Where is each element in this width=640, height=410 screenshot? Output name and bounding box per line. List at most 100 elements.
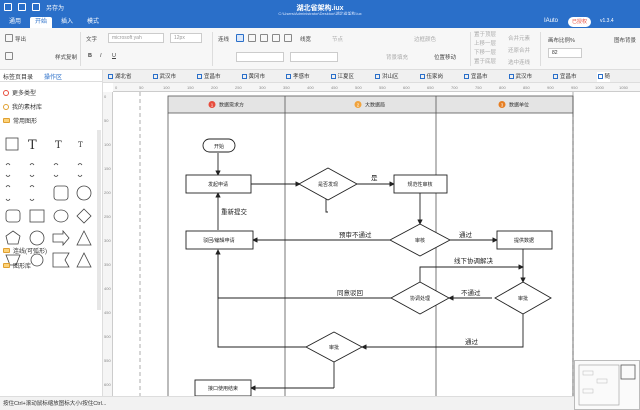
doc-tab[interactable]: 江夏区: [330, 72, 354, 82]
tab-start[interactable]: 开始: [30, 17, 53, 28]
ruler-tick-label: 100: [104, 142, 111, 147]
sidebar-item-shape-library[interactable]: 图形库: [3, 261, 31, 270]
edge-label: 预审不通过: [339, 230, 372, 239]
iauto-label[interactable]: IAuto: [544, 18, 559, 24]
format-copy-icon[interactable]: [5, 52, 13, 60]
sidebar-item-my-library[interactable]: 我的素材库: [3, 102, 42, 111]
shape-text-large: T: [28, 138, 37, 153]
page-icon: [286, 74, 291, 79]
save-icon[interactable]: [4, 3, 12, 11]
doc-tab[interactable]: 随: [596, 72, 611, 82]
undo-icon[interactable]: [18, 3, 26, 11]
drawing-canvas[interactable]: 1 数据需求方 2 大数据局 3 数据单位: [113, 92, 640, 396]
send-back-button[interactable]: 置于底层: [474, 59, 497, 65]
dash-tool-icon[interactable]: [284, 34, 292, 42]
doc-tab-label: 伍家岗: [426, 74, 444, 80]
shape-arrow-right: [52, 229, 70, 247]
doc-tab[interactable]: 洪山区: [374, 72, 399, 82]
bring-front-button[interactable]: 置于顶层: [474, 32, 497, 38]
ruler-tick-label: 550: [104, 358, 111, 363]
arrow-tool-icon[interactable]: [272, 34, 280, 42]
sidebar-item-common-shapes[interactable]: 常用图形: [3, 116, 37, 125]
export-button[interactable]: 导出: [15, 37, 27, 43]
zoom-select[interactable]: 82: [548, 48, 582, 58]
sidebar: 标签页目录 操作区 更多类型 我的素材库 常用图形 T T T: [0, 70, 103, 396]
toolbar-divider: [80, 32, 81, 66]
select-lines-button[interactable]: 选中连线: [508, 60, 531, 66]
bold-button[interactable]: B: [88, 53, 92, 59]
sidebar-item-label: 我的素材库: [12, 105, 43, 111]
sidebar-item-label: 常用图形: [13, 119, 38, 125]
node-review: [393, 174, 448, 194]
node-label[interactable]: 节点: [332, 37, 344, 43]
flowchart: 1 数据需求方 2 大数据局 3 数据单位: [139, 92, 574, 396]
export-icon[interactable]: [5, 34, 13, 42]
shape-palette[interactable]: T T T: [3, 135, 99, 305]
font-family-select[interactable]: microsoft yah: [108, 33, 164, 43]
doc-tab[interactable]: 伍家岗: [419, 72, 444, 82]
position-move-button[interactable]: 位置移动: [434, 55, 457, 61]
ruler-tick-label: 900: [547, 85, 554, 90]
ruler-tick-label: 450: [104, 310, 111, 315]
title-bar: 另存为 湖北省架构.iux C:\Users\Administrator\Des…: [0, 0, 640, 16]
connector-tool-icon[interactable]: [236, 34, 244, 42]
minimap[interactable]: [574, 360, 640, 410]
page-icon: [553, 74, 558, 79]
doc-tab-label: 湖北省: [115, 74, 132, 80]
italic-button[interactable]: I: [100, 53, 102, 59]
doc-tab[interactable]: 宜昌市: [552, 72, 577, 82]
sidebar-tab-pages[interactable]: 标签页目录: [3, 75, 34, 81]
doc-tab[interactable]: 武汉市: [152, 72, 176, 82]
underline-button[interactable]: U: [112, 53, 116, 59]
sidebar-item-more-types[interactable]: 更多类型: [3, 88, 36, 97]
license-badge[interactable]: 已授权: [568, 17, 592, 27]
ruler-tick-label: 650: [427, 85, 434, 90]
node-label: 开始: [214, 143, 224, 150]
sidebar-tab-operate[interactable]: 操作区: [44, 75, 63, 81]
doc-tab-label: 宜昌市: [560, 74, 577, 80]
linewidth-label[interactable]: 线宽: [300, 37, 312, 43]
doc-tab[interactable]: 宜昌市: [463, 72, 488, 82]
tab-general[interactable]: 通用: [9, 19, 22, 25]
canvas-bg-button[interactable]: 图布背景: [614, 38, 637, 44]
redo-icon[interactable]: [32, 3, 40, 11]
ruler-tick-label: 0: [115, 85, 118, 90]
node-apply: [185, 174, 252, 194]
curve-tool-icon[interactable]: [260, 34, 268, 42]
save-as-button[interactable]: 另存为: [46, 6, 65, 12]
tab-mode[interactable]: 模式: [87, 19, 100, 25]
sidebar-scrollbar[interactable]: [97, 130, 101, 310]
move-down-button[interactable]: 下移一层: [474, 50, 497, 56]
ruler-tick-label: 850: [523, 85, 530, 90]
ruler-tick-label: 300: [259, 85, 266, 90]
doc-tab[interactable]: 宜昌市: [196, 72, 221, 82]
shape-braces-2: [5, 185, 35, 201]
sidebar-item-connectors[interactable]: 连线(可弧形): [3, 246, 47, 255]
ruler-tick-label: 100: [163, 85, 170, 90]
edge-final-back: [217, 250, 306, 348]
doc-tab[interactable]: 孝感市: [285, 72, 310, 82]
ruler-tick-label: 250: [104, 214, 111, 219]
border-color-button[interactable]: 边框颜色: [414, 37, 437, 43]
move-up-button[interactable]: 上移一层: [474, 41, 497, 47]
shape-rounded-rect-2: [5, 209, 21, 223]
doc-tab[interactable]: 黄冈市: [241, 72, 265, 82]
fill-color-button[interactable]: 背景填充: [386, 55, 409, 61]
tab-insert[interactable]: 插入: [61, 19, 74, 25]
doc-tab[interactable]: 武汉市: [508, 72, 532, 82]
merge-button[interactable]: 合并元素: [508, 36, 531, 42]
shape-circle: [76, 185, 92, 201]
doc-tab[interactable]: 湖北省: [107, 72, 132, 82]
font-size-select[interactable]: 12px: [170, 33, 202, 43]
line-end-select[interactable]: [290, 52, 338, 62]
page-icon: [508, 74, 514, 79]
format-copy-button[interactable]: 样式复制: [55, 55, 78, 61]
line-tool-icon[interactable]: [248, 34, 256, 42]
node-coord-decision: [390, 281, 450, 315]
line-style-select[interactable]: [236, 52, 284, 62]
node-label: 审批: [518, 295, 528, 302]
unmerge-button[interactable]: 还原合并: [508, 48, 531, 54]
ruler-tick-label: 200: [104, 190, 111, 195]
